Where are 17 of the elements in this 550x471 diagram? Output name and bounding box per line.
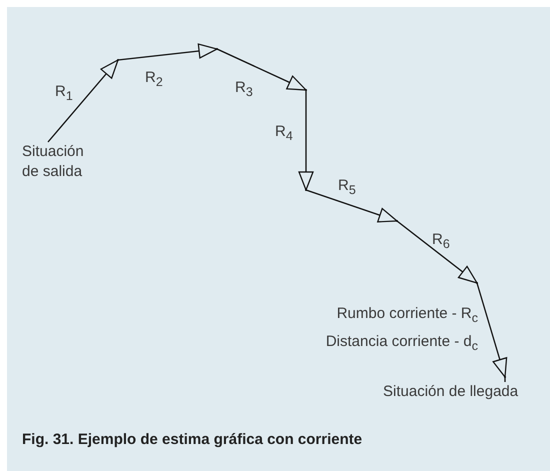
vector-arrow <box>396 220 478 284</box>
vector-arrow <box>306 189 398 222</box>
edge-label: R$_{5}$ <box>338 176 356 199</box>
edge-label: R$_{6}$ <box>432 230 450 253</box>
position-label: Situación de salida <box>22 142 102 182</box>
vector-arrow <box>298 90 314 191</box>
edge-label: R$_{3}$ <box>235 78 253 101</box>
figure-caption: Fig. 31. Ejemplo de estima gráfica con corriente <box>22 431 362 448</box>
edge-label: Rumbo corriente - R$_{c}$ Distancia corriente - d$_{c}$ <box>324 304 478 355</box>
edge-label: R$_{1}$ <box>55 82 73 105</box>
vector-arrow <box>476 282 508 378</box>
edge-label: R$_{4}$ <box>275 122 293 145</box>
position-label: Situación de llegada <box>383 382 548 402</box>
vector-arrow <box>216 48 307 91</box>
edge-label: R$_{2}$ <box>145 68 163 91</box>
vector-arrow <box>48 59 119 142</box>
vector-arrow <box>118 43 218 61</box>
